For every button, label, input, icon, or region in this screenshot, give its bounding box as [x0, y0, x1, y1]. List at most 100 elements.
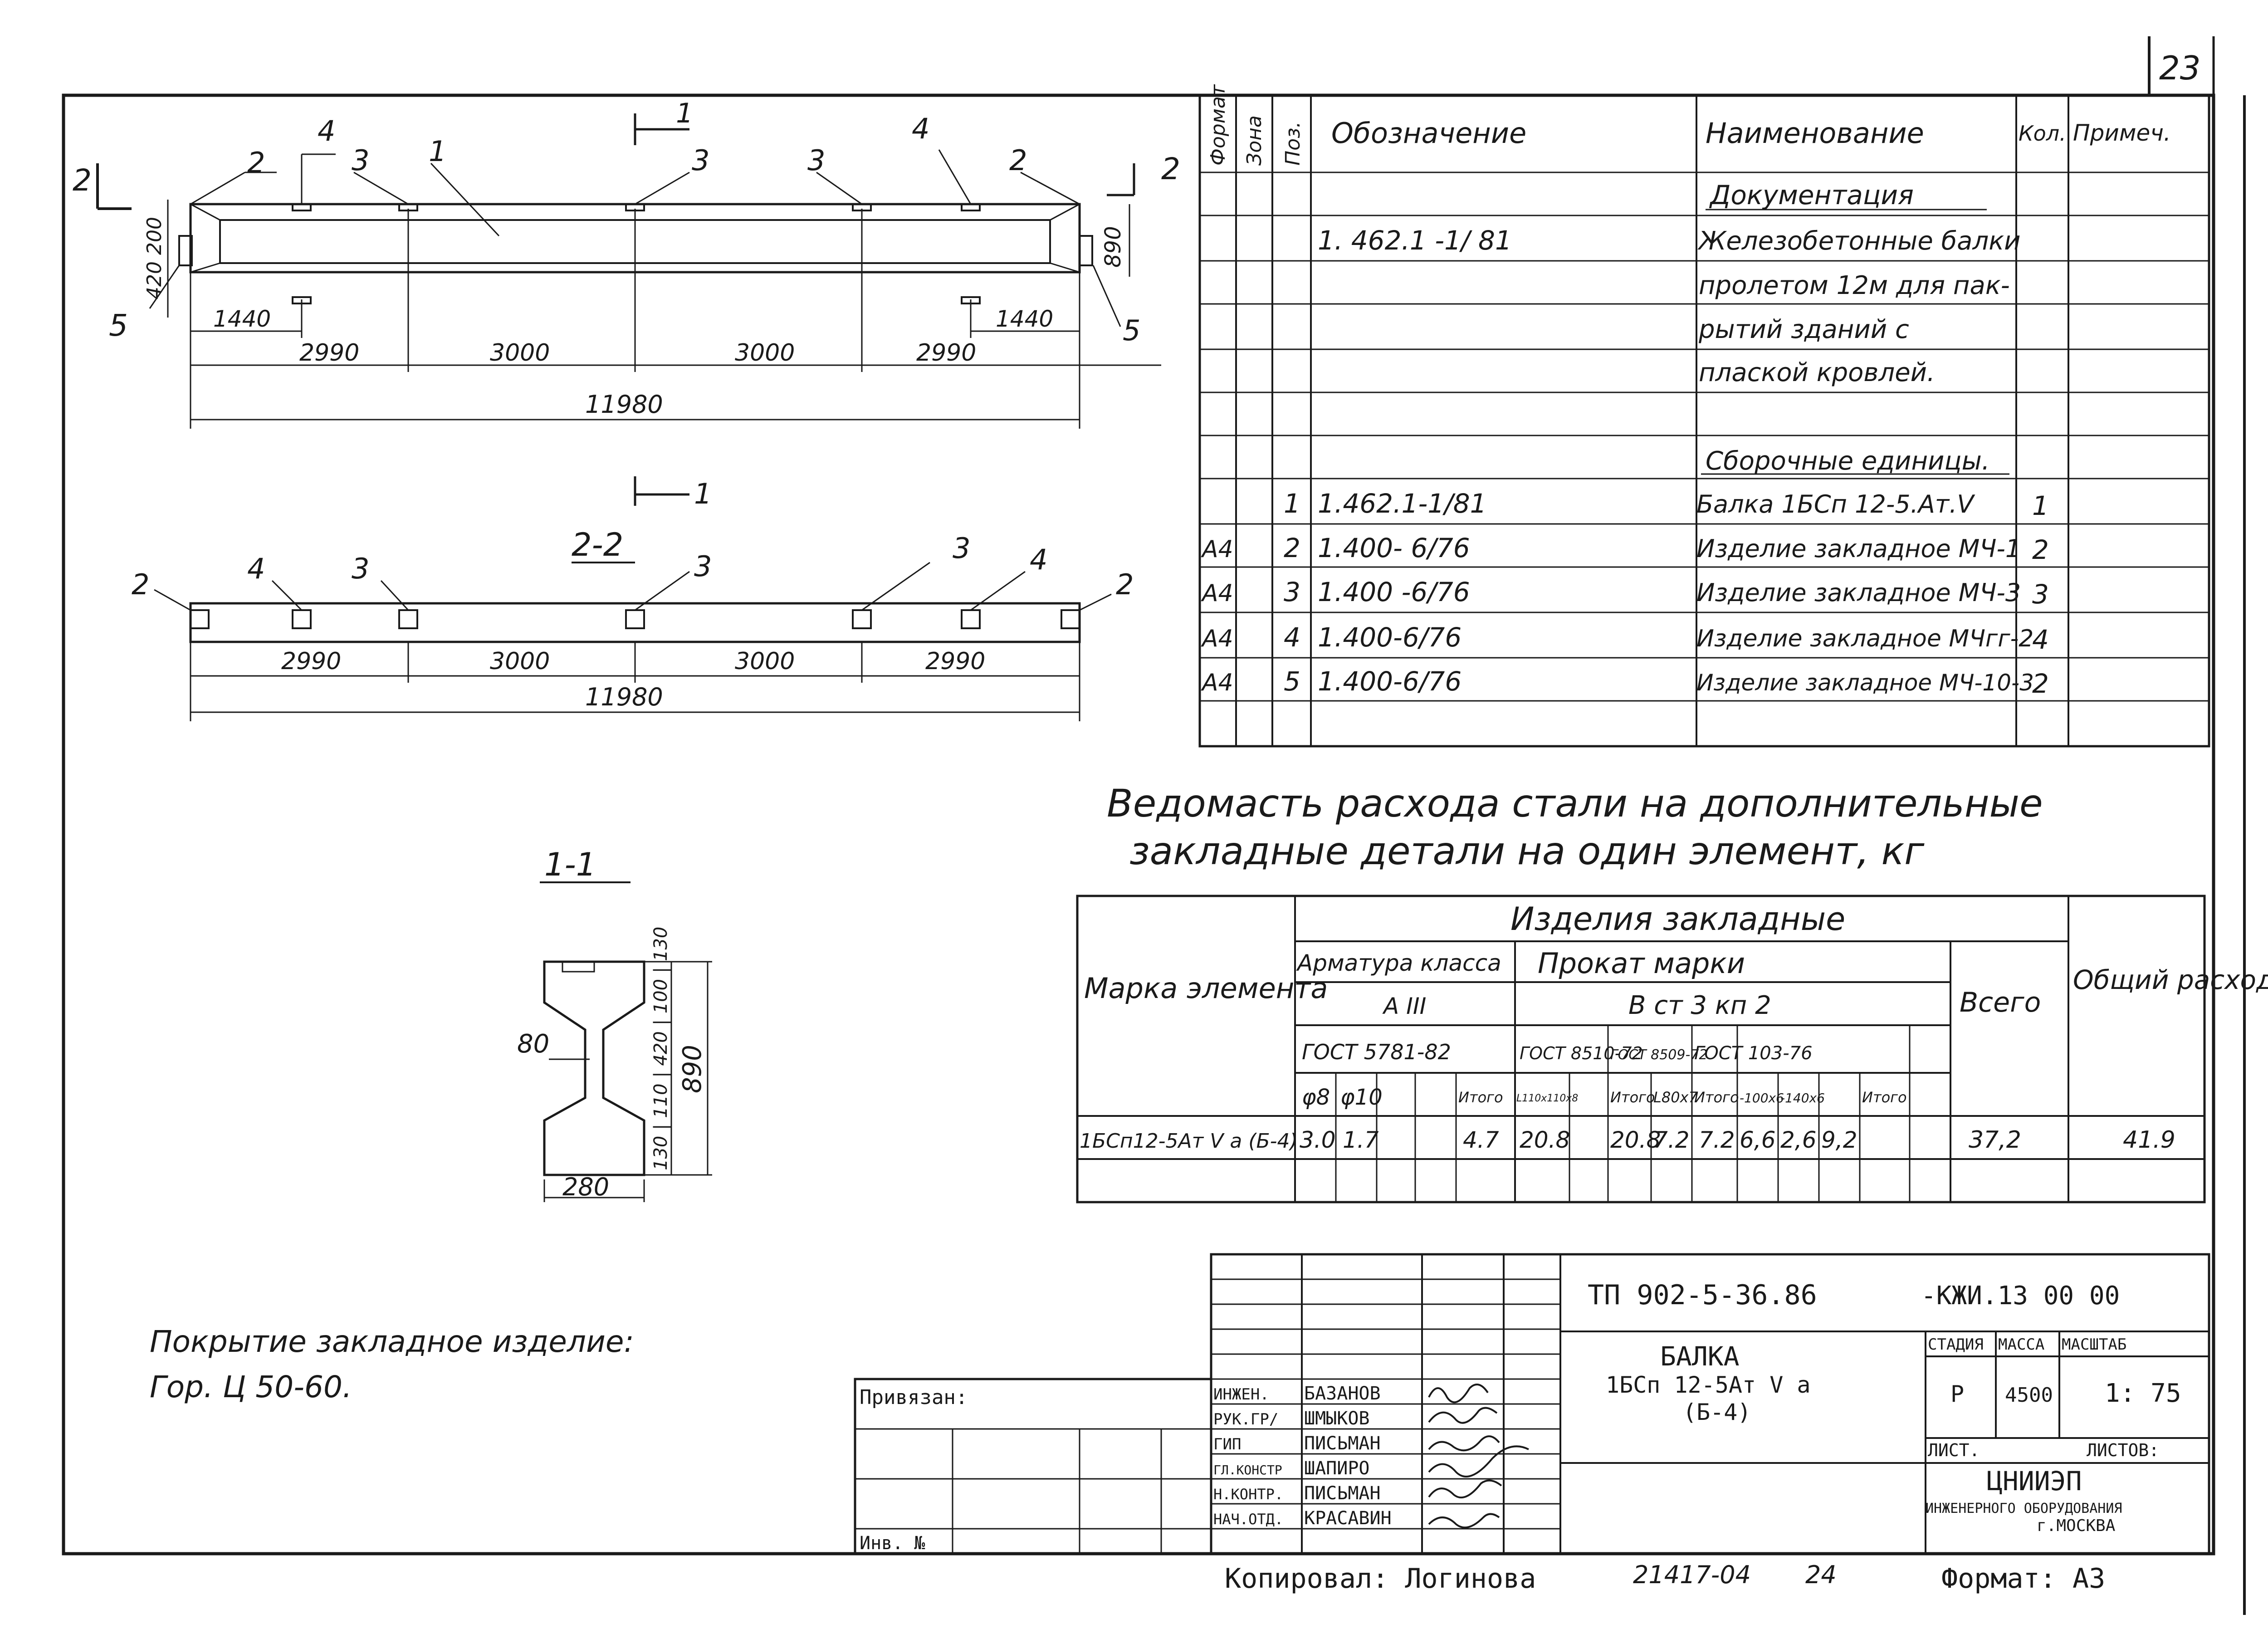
steel-subcol: Итого [1862, 1089, 1907, 1106]
spec-row-format: А4 [1201, 625, 1233, 652]
cut-mark-left: 2 [73, 163, 92, 198]
section22-title: 2-2 [572, 526, 623, 563]
plan-span: 2990 [299, 339, 359, 367]
steel-cell: 1.7 [1343, 1127, 1379, 1153]
title-line3: (Б-4) [1683, 1399, 1751, 1425]
steel-subcol: -140х6 [1780, 1091, 1825, 1106]
spec-row-name: Железобетонные балки [1697, 226, 2021, 256]
plan-dim-left: 420 200 [143, 217, 166, 299]
spec-header-note: Примеч. [2073, 120, 2171, 146]
plan-section-mark: 1 [676, 98, 693, 129]
bound-label: Привязан: [860, 1386, 968, 1409]
plan-dim-1440-right: 1440 [996, 306, 1053, 332]
steel-header-gost-rebar: ГОСТ 5781-82 [1302, 1040, 1451, 1064]
steel-header-gost2: ГОСТ 8509-72 [1610, 1047, 1707, 1063]
spec-row-designation: 1.400-6/76 [1318, 666, 1461, 697]
role: РУК.ГР/ [1213, 1410, 1278, 1428]
plan-span: 2990 [916, 339, 976, 367]
spec-row-lines [1200, 171, 2209, 702]
callout: 4 [318, 114, 335, 147]
steel-row-overall: 41.9 [2123, 1126, 2175, 1154]
inv-label: Инв. № [860, 1533, 925, 1554]
section22-span: 2990 [925, 648, 985, 675]
sheet-label: ЛИСТ. [1928, 1440, 1980, 1460]
steel-subcol: Итого [1458, 1089, 1503, 1106]
section11-dim-total: 890 [678, 1045, 707, 1093]
steel-header-gost1: ГОСТ 8510-72 [1520, 1043, 1643, 1063]
steel-table: Изделия закладные Марка элемента Арматур… [1076, 895, 2268, 1203]
mass-value: 4500 [2005, 1384, 2053, 1407]
spec-row-name: Изделие закладное МЧ-10-3 [1696, 670, 2034, 696]
name: ШАПИРО [1304, 1458, 1370, 1479]
callout: 3 [352, 144, 369, 177]
title-line2: 1БСп 12-5Ат V а [1606, 1372, 1811, 1398]
spec-row-name: Изделие закладное МЧ-1 [1696, 534, 2021, 563]
steel-header-overall: Общий расход [2073, 964, 2268, 995]
signature-names: БАЗАНОВ ШМЫКОВ ПИСЬМАН ШАПИРО ПИСЬМАН КР… [1304, 1383, 1392, 1529]
plan-dim-right: 890 [1100, 226, 1126, 268]
steel-subcol: φ10 [1340, 1085, 1383, 1110]
steel-subcol: -100х6 [1740, 1091, 1784, 1106]
spec-header-name: Наименование [1706, 117, 1924, 150]
spec-row-format: А4 [1201, 536, 1233, 563]
callout: 3 [953, 532, 970, 565]
spec-row-designation: 1. 462.1 -1/ 81 [1318, 225, 1512, 256]
title-code-suffix: -КЖИ.13 00 00 [1921, 1281, 2120, 1311]
steel-header-mark: Марка элемента [1084, 972, 1328, 1005]
steel-cell: 20.8 [1520, 1127, 1570, 1153]
spec-row-pos: 1 [1284, 488, 1300, 519]
callout: 3 [694, 550, 712, 583]
section22-span: 3000 [490, 648, 550, 675]
spec-row-qty: 1 [2032, 490, 2049, 521]
role: НАЧ.ОТД. [1213, 1511, 1283, 1528]
callout: 3 [352, 552, 369, 585]
spec-row-designation: 1.462.1-1/81 [1318, 488, 1487, 519]
name: КРАСАВИН [1304, 1508, 1392, 1529]
role: Н.КОНТР. [1213, 1486, 1283, 1503]
section22-cut-mark: 1 [694, 477, 712, 510]
steel-subcol: Итого [1610, 1089, 1655, 1106]
steel-header-gost3: ГОСТ 103-76 [1694, 1043, 1813, 1064]
steel-title-line2: закладные детали на один элемент, кг [1129, 829, 1925, 873]
section11-dim-top: 80 [517, 1029, 549, 1059]
spec-row-name: Балка 1БСп 12-5.Ат.V [1696, 490, 1975, 519]
section11-dim-bottom: 280 [562, 1173, 609, 1201]
steel-cell: 2,6 [1780, 1127, 1817, 1153]
spec-row-name: плаской кровлей. [1699, 358, 1935, 387]
title-code: ТП 902-5-36.86 [1588, 1279, 1817, 1311]
callout: 3 [807, 144, 825, 177]
stage-value: Р [1950, 1381, 1964, 1407]
steel-row-mark: 1БСп12-5Ат V а (Б-4) [1080, 1130, 1298, 1153]
sheet-number: 23 [2159, 49, 2201, 87]
callout: 5 [109, 308, 128, 343]
specification-table: Формат Зона Поз. Обозначение Наименовани… [1198, 84, 2210, 748]
steel-subcol: L110х110х8 [1516, 1093, 1578, 1104]
spec-header-zone: Зона [1243, 115, 1266, 166]
spec-row-qty: 2 [2032, 668, 2049, 699]
callout: 4 [912, 112, 929, 145]
org-line3: г.МОСКВА [2037, 1516, 2116, 1535]
steel-cell: 3.0 [1300, 1127, 1336, 1153]
callout: 5 [1123, 314, 1140, 347]
steel-subcol: L80х7 [1653, 1089, 1698, 1106]
steel-header-rebar: Арматура класса [1296, 950, 1501, 976]
section22-span: 2990 [281, 648, 341, 675]
spec-row-pos: 3 [1284, 577, 1300, 607]
steel-header-rolled: Прокат марки [1538, 947, 1745, 980]
section22-total: 11980 [585, 683, 663, 711]
spec-header-designation: Обозначение [1331, 117, 1526, 150]
spec-row-name: Изделие закладное МЧ-3 [1696, 578, 2021, 607]
steel-data-row: 1БСп12-5Ат V а (Б-4) 3.0 1.7 4.7 20.8 20… [1080, 1126, 2175, 1154]
steel-header-rebar-class: А III [1382, 993, 1426, 1019]
plan-dim-1440-left: 1440 [213, 306, 271, 332]
spec-header-pos: Поз. [1281, 122, 1305, 166]
section22-span: 3000 [735, 648, 795, 675]
steel-cell: 7.2 [1653, 1127, 1690, 1153]
footer-number: 21417-04 [1633, 1561, 1751, 1589]
callout: 2 [247, 146, 265, 179]
plan-span: 3000 [490, 339, 550, 367]
steel-row-total: 37,2 [1969, 1126, 2021, 1154]
spec-row-name: рытий зданий с [1698, 315, 1909, 344]
spec-row-format: А4 [1201, 580, 1233, 607]
